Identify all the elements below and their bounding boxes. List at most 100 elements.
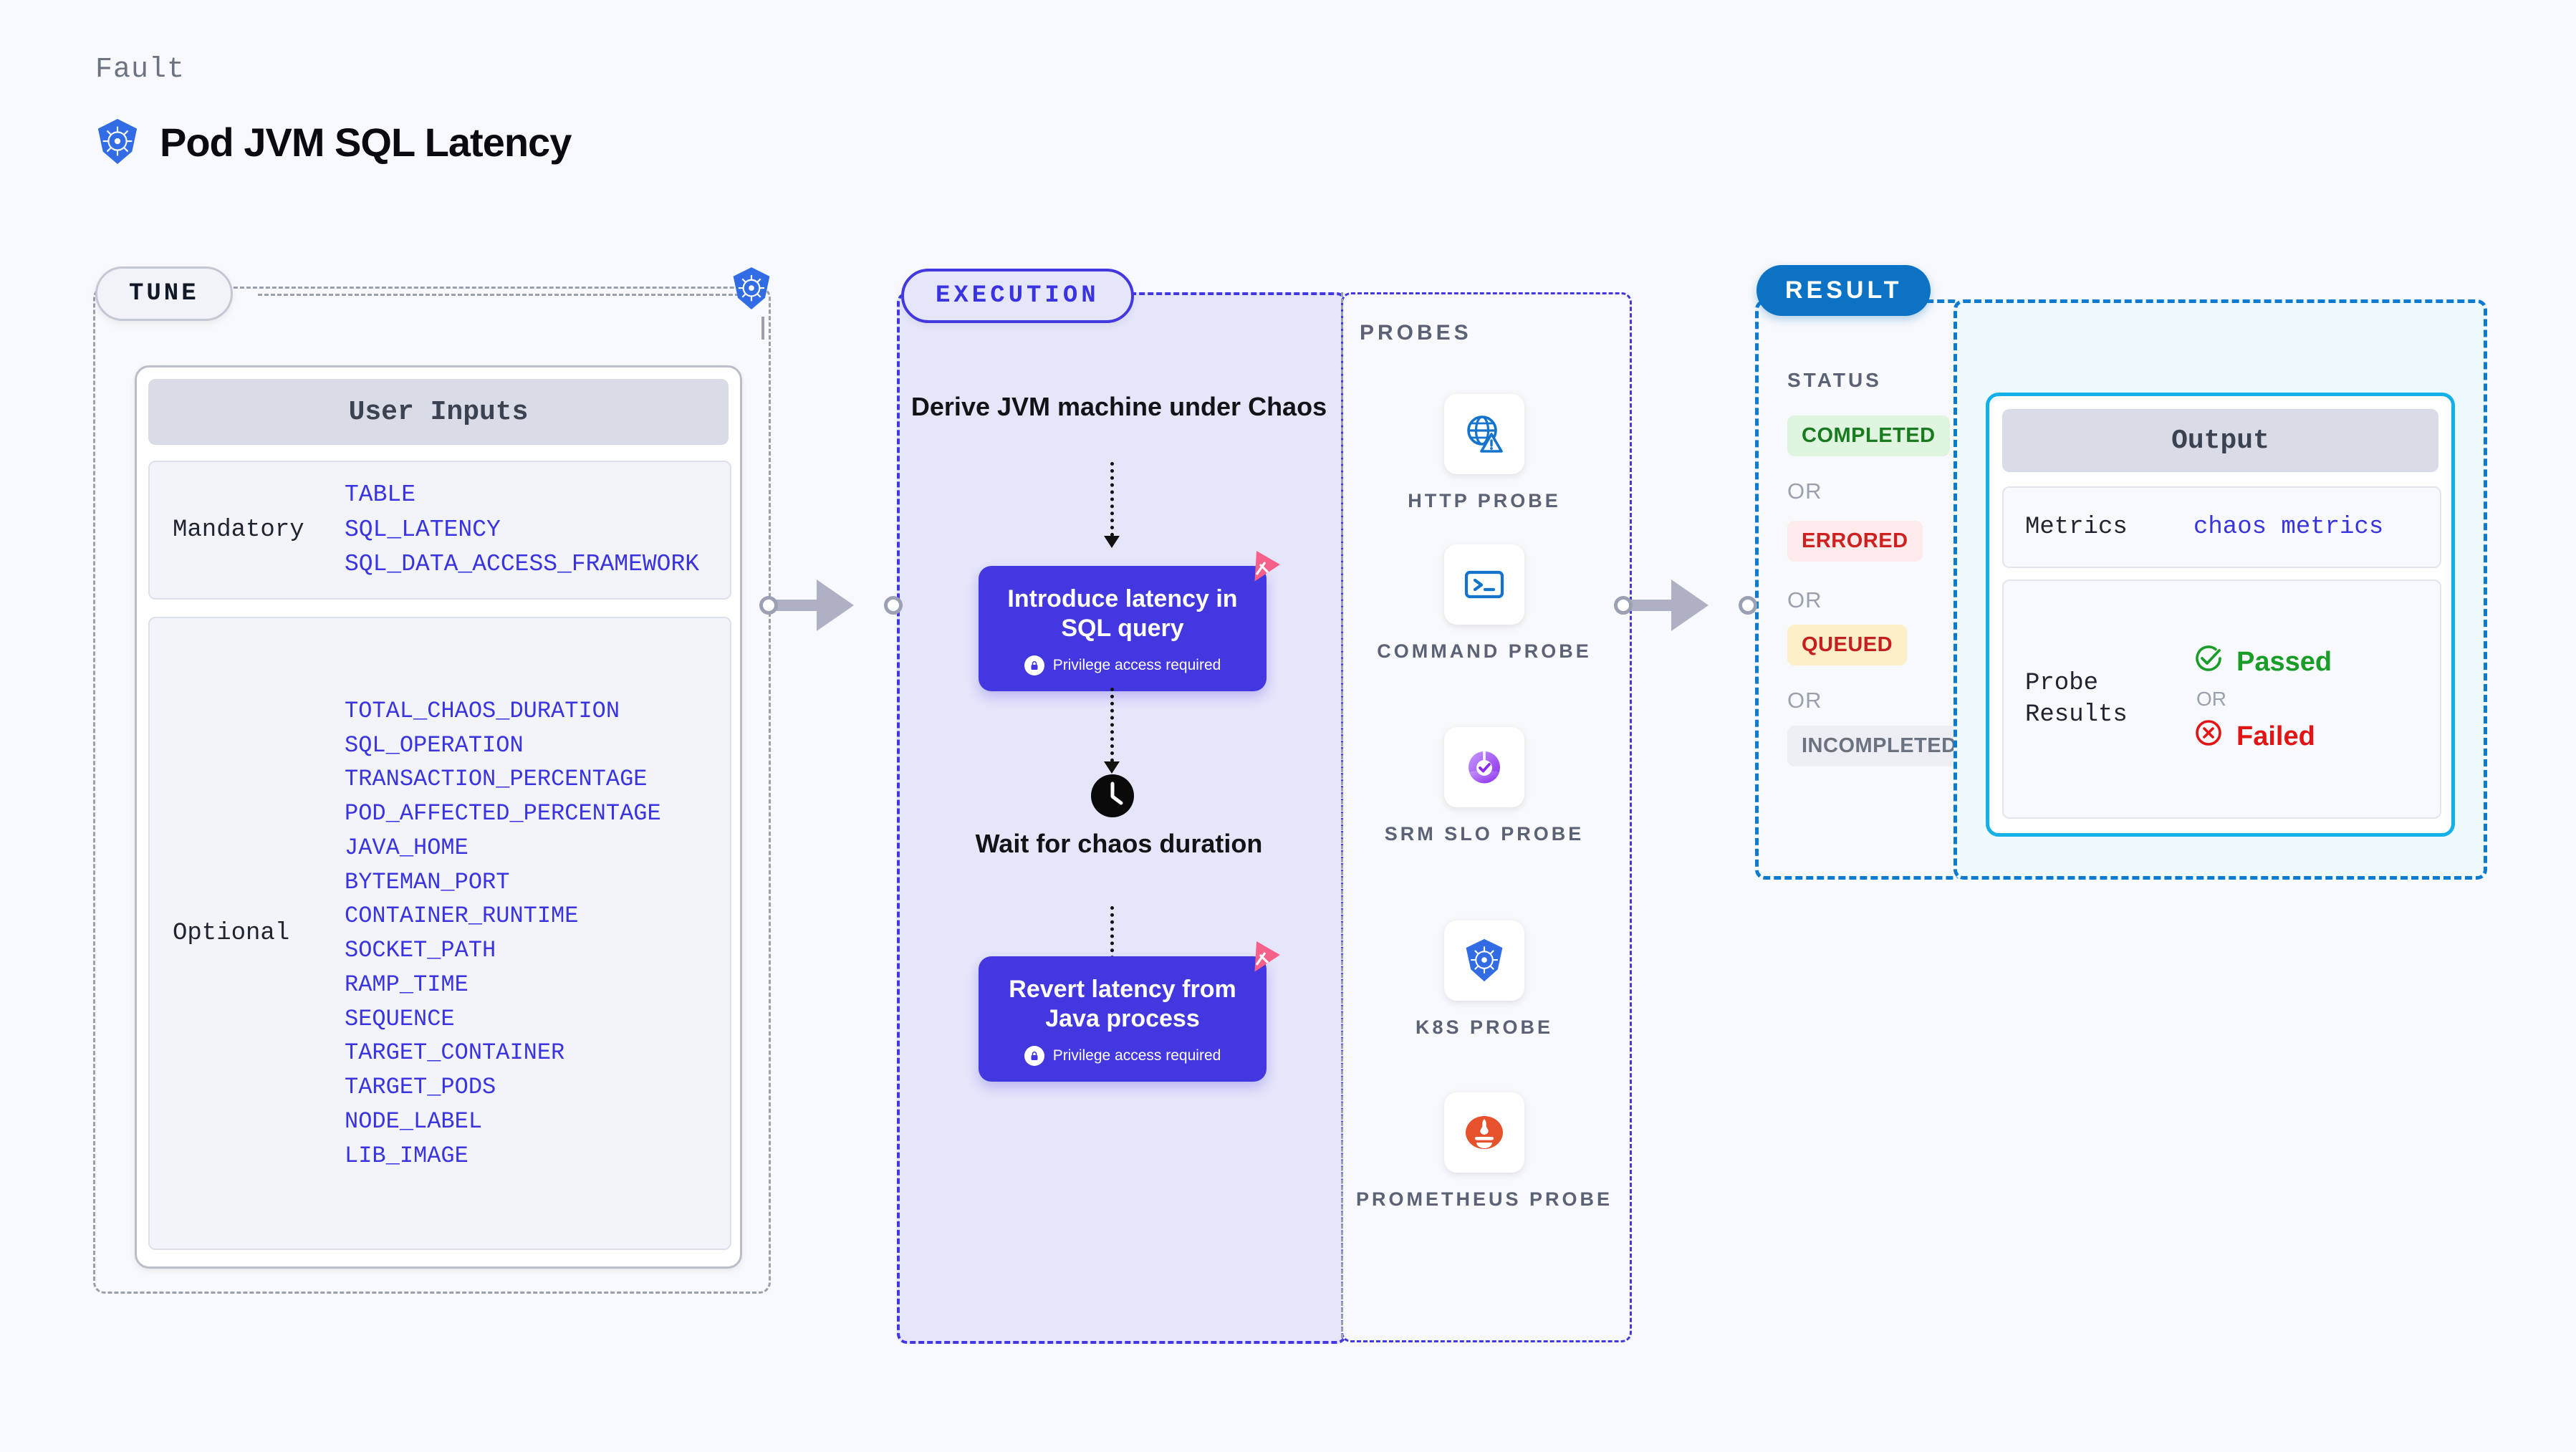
x-circle-icon — [2193, 718, 2224, 755]
connector-dot — [759, 596, 778, 615]
flow-arrow-down-icon — [1104, 462, 1120, 548]
page-title-row: Pod JVM SQL Latency — [95, 118, 572, 165]
output-metrics-key: Metrics — [2025, 513, 2128, 541]
privilege-note: Privilege access required — [1024, 1045, 1221, 1066]
param-item[interactable]: TARGET_PODS — [345, 1074, 496, 1100]
probe-label: COMMAND PROBE — [1377, 640, 1592, 662]
param-item[interactable]: NODE_LABEL — [345, 1107, 483, 1135]
globe-warning-icon — [1444, 394, 1524, 474]
output-row-probe-results: Probe Results Passed OR — [2002, 580, 2441, 819]
param-item[interactable]: SQL_LATENCY — [345, 516, 501, 543]
user-inputs-card: User Inputs Mandatory TABLE SQL_LATENCY … — [135, 365, 742, 1269]
probe-label: K8S PROBE — [1415, 1016, 1554, 1038]
output-header: Output — [2002, 409, 2438, 472]
output-probe-results-key: Probe Results — [2025, 669, 2128, 729]
status-section-label: STATUS — [1787, 369, 1882, 391]
mandatory-group-label: Mandatory — [173, 516, 304, 544]
kubernetes-node-stem — [761, 317, 764, 340]
execution-card-introduce-latency[interactable]: Introduce latency in SQL query Privilege… — [979, 551, 1280, 691]
lock-icon — [1024, 1045, 1044, 1066]
output-row-metrics: Metrics chaos metrics — [2002, 486, 2441, 568]
prometheus-icon — [1444, 1092, 1524, 1173]
status-or-label: OR — [1787, 479, 1822, 504]
privilege-note-text: Privilege access required — [1052, 1047, 1221, 1064]
connector-probes-to-result — [1614, 580, 1757, 631]
connector-dot — [1614, 596, 1633, 615]
connector-bar — [775, 600, 820, 611]
probe-item-prometheus[interactable]: PROMETHEUS PROBE — [1341, 1092, 1628, 1212]
output-metrics-value[interactable]: chaos metrics — [2193, 514, 2384, 541]
fault-eyebrow-label: Fault — [95, 54, 186, 86]
output-probe-results-value: Passed OR Failed — [2193, 643, 2332, 755]
execution-chip[interactable]: EXECUTION — [901, 269, 1134, 323]
probe-item-k8s[interactable]: K8S PROBE — [1341, 920, 1628, 1040]
execution-step-wait: Wait for chaos duration — [975, 829, 1263, 858]
flow-arrow-down-icon — [1104, 688, 1120, 774]
mandatory-params-group: Mandatory TABLE SQL_LATENCY SQL_DATA_ACC… — [148, 461, 731, 600]
probe-result-passed-label: Passed — [2236, 646, 2332, 677]
param-item[interactable]: RAMP_TIME — [345, 971, 468, 998]
optional-param-list: TOTAL_CHAOS_DURATION SQL_OPERATION TRANS… — [345, 698, 661, 1170]
status-or-label: OR — [1787, 587, 1822, 612]
param-item[interactable]: LIB_IMAGE — [345, 1142, 468, 1169]
connector-arrowhead — [817, 580, 891, 631]
tune-chip[interactable]: TUNE — [95, 266, 233, 321]
param-item[interactable]: TOTAL_CHAOS_DURATION — [345, 697, 620, 724]
probe-item-command[interactable]: COMMAND PROBE — [1341, 544, 1628, 664]
clock-icon — [1090, 774, 1135, 822]
status-badge-completed: COMPLETED — [1787, 415, 1950, 456]
output-card: Output Metrics chaos metrics Probe Resul… — [1986, 393, 2455, 837]
probe-label: PROMETHEUS PROBE — [1355, 1188, 1613, 1210]
execution-card-title: Revert latency from Java process — [1009, 976, 1236, 1033]
execution-card-revert-latency[interactable]: Revert latency from Java process Privile… — [979, 941, 1280, 1082]
lock-icon — [1024, 655, 1044, 675]
connector-tune-to-execution — [759, 580, 903, 631]
harness-logo-icon — [1241, 549, 1282, 594]
param-item[interactable]: POD_AFFECTED_PERCENTAGE — [345, 800, 661, 827]
mandatory-param-list: TABLE SQL_LATENCY SQL_DATA_ACCESS_FRAMEW… — [345, 481, 699, 580]
status-badge-incompleted: INCOMPLETED — [1787, 726, 1971, 766]
user-inputs-header: User Inputs — [148, 379, 729, 445]
param-item[interactable]: SEQUENCE — [345, 1005, 455, 1032]
kubernetes-icon — [1444, 920, 1524, 1001]
probe-result-passed: Passed — [2193, 643, 2332, 681]
probe-label: HTTP PROBE — [1408, 490, 1561, 511]
result-chip[interactable]: RESULT — [1756, 265, 1931, 316]
probe-result-or-label: OR — [2196, 688, 2226, 710]
tune-connector-line — [258, 294, 752, 296]
optional-params-group: Optional TOTAL_CHAOS_DURATION SQL_OPERAT… — [148, 617, 731, 1250]
probe-label: SRM SLO PROBE — [1384, 823, 1585, 845]
status-badge-errored: ERRORED — [1787, 521, 1923, 562]
param-item[interactable]: JAVA_HOME — [345, 834, 468, 861]
connector-dot — [884, 596, 903, 615]
harness-logo-icon — [1241, 939, 1282, 984]
status-badge-queued: QUEUED — [1787, 625, 1908, 665]
probes-section-label: PROBES — [1360, 321, 1472, 345]
probe-result-failed: Failed — [2193, 718, 2332, 755]
param-item[interactable]: SQL_DATA_ACCESS_FRAMEWORK — [345, 551, 700, 578]
param-item[interactable]: CONTAINER_RUNTIME — [345, 903, 579, 930]
page-title: Pod JVM SQL Latency — [160, 119, 572, 165]
status-or-label: OR — [1787, 688, 1822, 713]
connector-dot — [1739, 596, 1757, 615]
optional-group-label: Optional — [173, 920, 290, 947]
probe-item-http[interactable]: HTTP PROBE — [1341, 394, 1628, 514]
privilege-note-text: Privilege access required — [1052, 656, 1221, 673]
param-item[interactable]: SOCKET_PATH — [345, 937, 496, 963]
connector-bar — [1630, 600, 1674, 611]
tune-panel — [93, 287, 771, 1294]
param-item[interactable]: BYTEMAN_PORT — [345, 868, 510, 895]
probe-item-srm-slo[interactable]: SRM SLO PROBE — [1341, 727, 1628, 847]
slo-gauge-check-icon — [1444, 727, 1524, 807]
probe-result-failed-label: Failed — [2236, 721, 2315, 751]
execution-card-title: Introduce latency in SQL query — [1007, 585, 1238, 643]
param-item[interactable]: TARGET_CONTAINER — [345, 1039, 565, 1067]
param-item[interactable]: SQL_OPERATION — [345, 731, 524, 759]
kubernetes-icon — [731, 266, 772, 311]
terminal-icon — [1444, 544, 1524, 625]
execution-step-derive: Derive JVM machine under Chaos — [910, 392, 1327, 421]
param-item[interactable]: TRANSACTION_PERCENTAGE — [345, 766, 648, 793]
privilege-note: Privilege access required — [1024, 655, 1221, 675]
kubernetes-icon — [95, 118, 140, 165]
param-item[interactable]: TABLE — [345, 481, 416, 508]
